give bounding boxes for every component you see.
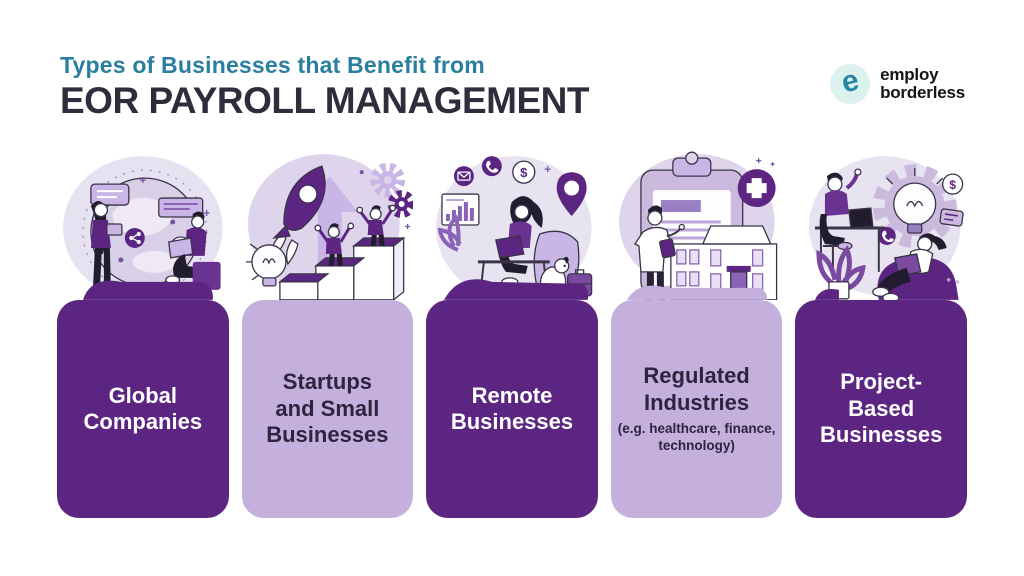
- card-global-companies: Global Companies: [57, 300, 229, 518]
- card-label: Global Companies: [83, 382, 203, 434]
- person-cheering: [313, 222, 354, 266]
- cards-row: Global Companies: [57, 135, 967, 518]
- card-regulated-industries: Regulated Industries (e.g. healthcare, f…: [610, 300, 783, 518]
- card-label: Project-Based Businesses: [820, 369, 943, 448]
- gear-icon: [369, 162, 414, 219]
- svg-text:$: $: [520, 165, 528, 180]
- share-icon: [124, 227, 145, 248]
- card-label: Regulated Industries: [643, 363, 750, 415]
- chat-message-icon: [158, 197, 204, 218]
- brand-logo: e employ borderless: [830, 63, 965, 104]
- card-column-project-based: $: [795, 135, 967, 518]
- phone-icon: [482, 156, 503, 177]
- card-label: Remote Businesses: [450, 382, 574, 434]
- dollar-icon: $: [942, 173, 964, 195]
- laptop-icon: [848, 207, 874, 229]
- globe-collaboration-illustration: [57, 135, 229, 300]
- person-cheering: [355, 204, 396, 246]
- plant: [437, 214, 462, 252]
- logo-line1: employ: [880, 64, 939, 84]
- logo-text: employ borderless: [880, 64, 965, 103]
- person-with-laptop: [165, 211, 221, 290]
- card-remote-businesses: Remote Businesses: [426, 300, 598, 518]
- page-subtitle: Types of Businesses that Benefit from: [60, 52, 485, 78]
- card-column-regulated: Regulated Industries (e.g. healthcare, f…: [610, 135, 783, 518]
- project-workspace-svg: $: [809, 156, 965, 300]
- project-workspace-illustration: $: [795, 135, 967, 300]
- chart-board-icon: [658, 238, 676, 259]
- rocket-growth-illustration: [242, 135, 414, 300]
- tablet-icon: [106, 223, 123, 236]
- mail-icon: [454, 166, 475, 187]
- globe-collaboration-svg: [62, 156, 223, 300]
- rocket-growth-svg: [245, 154, 414, 300]
- laptop-icon: [495, 235, 525, 259]
- card-column-startups: Startups and Small Businesses: [241, 135, 414, 518]
- remote-work-illustration: $: [426, 135, 598, 300]
- svg-text:$: $: [950, 178, 957, 192]
- bar-chart-icon: [441, 193, 480, 226]
- lightbulb-icon: [245, 243, 287, 287]
- medical-cross-icon: [737, 169, 776, 208]
- card-project-based-businesses: Project-Based Businesses: [795, 300, 967, 518]
- laptop-icon: [168, 237, 194, 259]
- remote-work-svg: $: [436, 156, 593, 300]
- card-label: Startups and Small Businesses: [266, 369, 389, 448]
- growth-steps: [277, 236, 406, 300]
- card-column-remote: $: [426, 135, 598, 518]
- header: Types of Businesses that Benefit from EO…: [60, 52, 589, 122]
- chat-bubble-icon: [939, 208, 965, 227]
- phone-icon: [878, 226, 897, 245]
- person-standing: [89, 201, 123, 294]
- healthcare-illustration: [611, 135, 783, 300]
- healthcare-svg: [618, 151, 778, 300]
- logo-mark-icon: e: [830, 63, 871, 104]
- location-pin-icon: [556, 172, 587, 217]
- logo-line2: borderless: [880, 83, 965, 102]
- person-reclining: [872, 233, 948, 300]
- dollar-icon: $: [512, 160, 536, 184]
- card-startups-small-businesses: Startups and Small Businesses: [241, 300, 414, 518]
- page-title: EOR PAYROLL MANAGEMENT: [60, 80, 589, 121]
- card-column-global-companies: Global Companies: [57, 135, 229, 518]
- card-sublabel: (e.g. healthcare, finance, technology): [617, 421, 776, 453]
